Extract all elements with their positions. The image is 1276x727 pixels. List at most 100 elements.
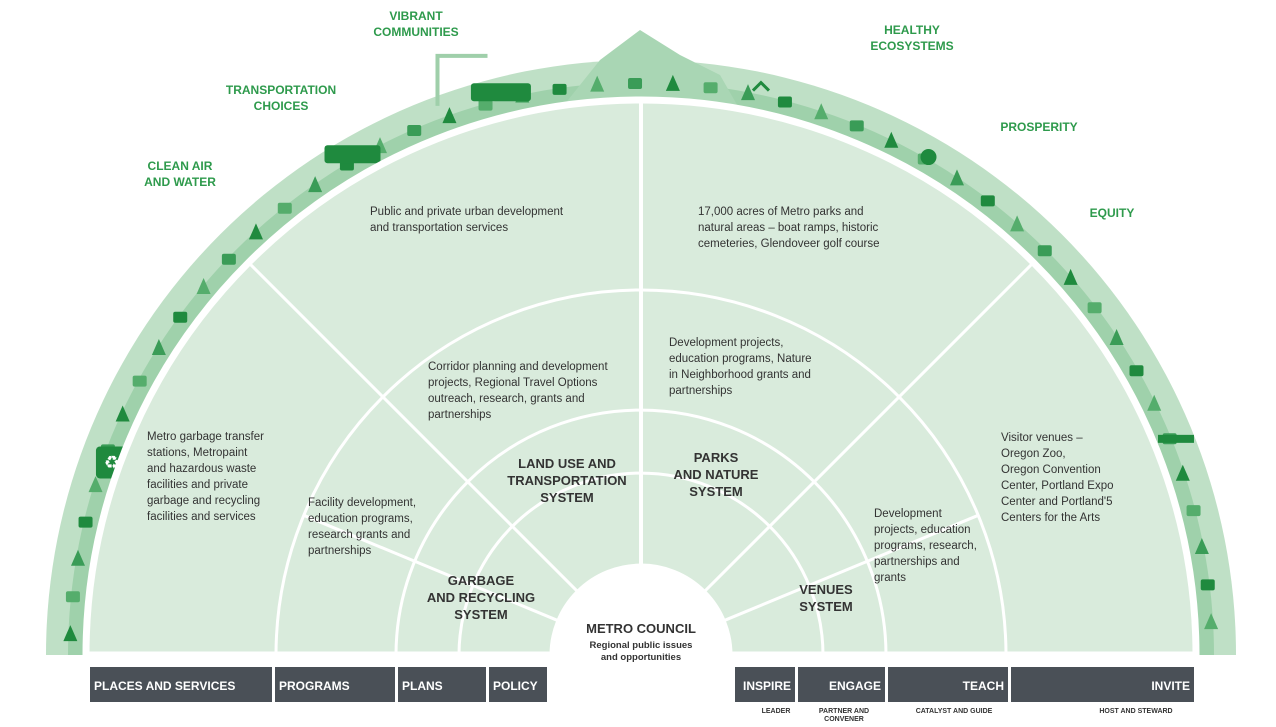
outcome-equity: EQUITY bbox=[1090, 206, 1135, 220]
building-icon bbox=[78, 516, 93, 528]
building-icon bbox=[552, 83, 567, 95]
sector-divider bbox=[723, 513, 979, 622]
bar-teach bbox=[888, 667, 1008, 702]
bus-icon bbox=[470, 83, 531, 102]
building-icon bbox=[65, 591, 80, 603]
council-circle bbox=[551, 565, 731, 655]
building-icon bbox=[221, 253, 236, 265]
building-icon bbox=[849, 120, 864, 132]
bar-programs bbox=[275, 667, 395, 702]
tree-icon bbox=[1204, 613, 1219, 630]
outcome-prosperity: PROSPERITY bbox=[1000, 120, 1077, 134]
tree-icon bbox=[1175, 464, 1190, 481]
building-icon bbox=[478, 99, 493, 111]
ring-arc bbox=[457, 471, 825, 656]
bar-policy bbox=[489, 667, 547, 702]
bar-label-policy: POLICY bbox=[493, 679, 538, 693]
role-catalyst-and-guide: CATALYST AND GUIDE bbox=[916, 708, 993, 715]
building-icon bbox=[1186, 505, 1201, 517]
building-icon bbox=[132, 375, 147, 387]
role-host-and-steward: HOST AND STEWARD bbox=[1099, 708, 1172, 715]
bar-plans bbox=[398, 667, 486, 702]
tree-icon bbox=[115, 405, 130, 422]
tree-icon bbox=[1010, 215, 1025, 232]
tree-icon bbox=[248, 223, 263, 240]
bar-label-teach: TEACH bbox=[963, 679, 1004, 693]
bar-label-engage: ENGAGE bbox=[829, 679, 881, 693]
building-icon bbox=[1087, 302, 1102, 314]
building-icon bbox=[407, 124, 422, 136]
bar-label-inspire: INSPIRE bbox=[743, 679, 791, 693]
crane-icon bbox=[435, 53, 488, 106]
tree-icon bbox=[740, 84, 755, 101]
bird-icon bbox=[751, 80, 771, 92]
ring-arc bbox=[394, 408, 888, 656]
bar-label-plans: PLANS bbox=[402, 679, 443, 693]
council-title: METRO COUNCIL bbox=[586, 621, 696, 636]
building-icon bbox=[980, 195, 995, 207]
tree-icon bbox=[196, 277, 211, 294]
bridge-icon bbox=[1157, 434, 1194, 443]
tree-icon bbox=[70, 549, 85, 566]
building-icon bbox=[277, 202, 292, 214]
tree-icon bbox=[814, 103, 829, 120]
bar-label-programs: PROGRAMS bbox=[279, 679, 350, 693]
tree-icon bbox=[442, 107, 457, 124]
bar-label-invite: INVITE bbox=[1151, 679, 1190, 693]
tree-icon bbox=[63, 625, 78, 642]
building-icon bbox=[777, 96, 792, 108]
sector-divider bbox=[703, 261, 1035, 593]
sector-divider bbox=[247, 261, 579, 593]
tree-icon bbox=[1147, 394, 1162, 411]
tree-icon bbox=[590, 75, 605, 92]
right-category-bar: INSPIRE ENGAGE TEACH INVITE LEADER PARTN… bbox=[735, 667, 1194, 723]
train-icon bbox=[324, 145, 381, 164]
tree-icon bbox=[1063, 268, 1078, 285]
ring-arc bbox=[274, 288, 1008, 656]
tree-icon bbox=[1109, 329, 1124, 346]
tree-icon bbox=[949, 169, 964, 186]
bar-engage bbox=[798, 667, 885, 702]
bar-invite bbox=[1011, 667, 1194, 702]
tree-icon bbox=[1194, 538, 1209, 555]
base-strip bbox=[46, 655, 1236, 667]
role-leader: LEADER bbox=[762, 708, 791, 715]
left-category-bar: PLACES AND SERVICES PROGRAMS PLANS POLIC… bbox=[90, 667, 547, 702]
semicircle-dome bbox=[46, 96, 1236, 667]
building-icon bbox=[703, 82, 718, 94]
bar-places-and-services bbox=[90, 667, 272, 702]
building-icon bbox=[1129, 365, 1144, 377]
region-venues-outer: Visitor venues –Oregon Zoo,Oregon Conven… bbox=[1001, 432, 1114, 524]
car-icon bbox=[920, 149, 937, 166]
region-garbage-inner: Facility development,education programs,… bbox=[308, 497, 416, 557]
building-icon bbox=[628, 78, 643, 90]
tree-icon bbox=[88, 476, 103, 493]
mountain-icon bbox=[560, 30, 740, 110]
tree-icon bbox=[308, 176, 323, 193]
bar-label-places-and-services: PLACES AND SERVICES bbox=[94, 679, 235, 693]
building-icon bbox=[1037, 245, 1052, 257]
region-parks-inner: Development projects,education programs,… bbox=[669, 337, 812, 397]
building-icon bbox=[173, 311, 188, 323]
sector-divider bbox=[303, 513, 559, 622]
building-icon bbox=[1200, 579, 1215, 591]
bar-inspire bbox=[735, 667, 795, 702]
tree-icon bbox=[665, 74, 680, 91]
tree-icon bbox=[151, 339, 166, 356]
tree-icon bbox=[884, 131, 899, 148]
